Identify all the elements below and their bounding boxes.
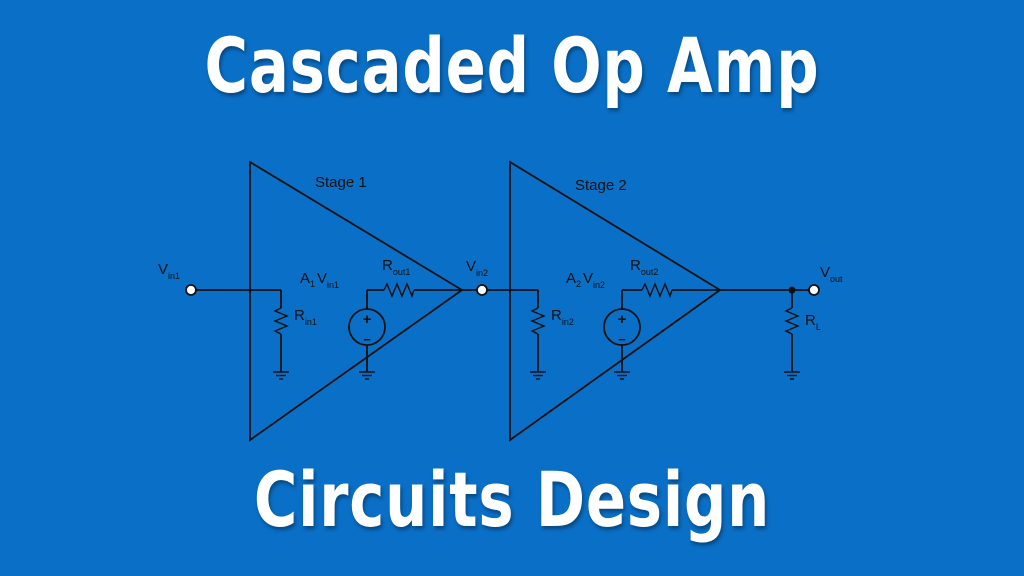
stage2-rin-ground-icon — [530, 371, 546, 380]
stage2-label: Stage 2 — [575, 177, 627, 194]
stage2-rin-resistor — [530, 307, 546, 335]
stage2-rout-label: Rout2 — [630, 257, 658, 277]
stage2-triangle — [509, 160, 722, 442]
stage1-label: Stage 1 — [315, 174, 367, 191]
vout-label: Vout — [820, 264, 843, 284]
stage1-source-ground-icon — [359, 371, 375, 380]
title-top: Cascaded Op Amp — [204, 21, 820, 110]
output-terminal — [808, 284, 820, 296]
stage2-rin-label: Rin2 — [551, 307, 574, 327]
stage1-rout-label: Rout1 — [382, 257, 410, 277]
stage1-triangle — [249, 160, 464, 442]
stage2-vin-label: Vin2 — [466, 258, 488, 278]
stage1-rin-label: Rin1 — [294, 307, 317, 327]
stage1-rin-ground-icon — [273, 371, 289, 380]
title-bottom: Circuits Design — [253, 455, 771, 544]
stage2-source-minus: − — [618, 332, 626, 347]
stage1-vin-label: Vin1 — [158, 261, 180, 281]
stage1-rout-resistor — [383, 282, 415, 298]
stage2-source-ground-icon — [614, 371, 630, 380]
stage1-source-minus: − — [363, 332, 371, 347]
stage2-rout-resistor — [641, 282, 673, 298]
rl-label: RL — [805, 312, 821, 332]
stage1-input-terminal — [185, 284, 197, 296]
stage2-source-plus: + — [618, 311, 627, 328]
rl-ground-icon — [784, 371, 800, 380]
rl-resistor — [784, 307, 800, 335]
stage2-input-terminal — [476, 284, 488, 296]
stage1-source-plus: + — [363, 311, 372, 328]
stage1-rin-resistor — [273, 307, 289, 335]
